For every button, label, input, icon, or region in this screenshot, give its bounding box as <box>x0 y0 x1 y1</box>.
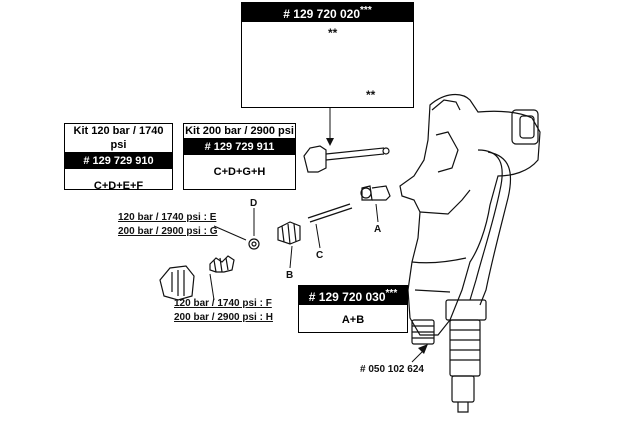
label-D: D <box>250 198 258 209</box>
kit-200-contents: C+D+G+H <box>213 166 266 178</box>
part-D <box>248 238 260 250</box>
hose <box>469 149 503 301</box>
fitting-part-number: # 050 102 624 <box>360 364 424 375</box>
clip-marker: ** <box>328 26 338 40</box>
label-B: B <box>286 270 294 281</box>
pressure-H-label: 200 bar / 2900 psi : H <box>174 312 273 323</box>
kit-box-020-header: # 129 720 020*** <box>242 3 413 22</box>
gun-body <box>399 94 541 336</box>
kit-200-title: Kit 200 bar / 2900 psi <box>184 124 295 139</box>
spring-EG <box>209 255 235 273</box>
kit-box-030-part-number: # 129 720 030 <box>308 290 386 304</box>
kit-200-part-number: # 129 729 911 <box>184 139 295 155</box>
part-C <box>307 203 353 223</box>
kit-120-part-number: # 129 729 910 <box>65 153 172 169</box>
pressure-E-label: 120 bar / 1740 psi : E <box>118 212 217 223</box>
kit-120-title: Kit 120 bar / 1740 psi <box>65 124 172 153</box>
cap-FH <box>159 265 195 301</box>
label-A: A <box>374 224 382 235</box>
kit-box-030-header: # 129 720 030*** <box>299 286 407 305</box>
kit-120-contents: C+D+E+F <box>93 180 144 192</box>
kit-box-030-contents: A+B <box>341 314 365 326</box>
kit-box-020: # 129 720 020*** <box>241 2 414 108</box>
pressure-G-label: 200 bar / 2900 psi : G <box>118 226 218 237</box>
kit-box-030-stars: *** <box>385 288 398 299</box>
kit-box-020-part-number: # 129 720 020 <box>283 7 361 21</box>
kit-120-box: Kit 120 bar / 1740 psi # 129 729 910 C+D… <box>64 123 173 192</box>
needle-assembly <box>303 145 327 173</box>
kit-box-030: # 129 720 030*** A+B <box>298 285 408 333</box>
part-B <box>277 221 301 245</box>
label-C: C <box>316 250 324 261</box>
kit-200-box: Kit 200 bar / 2900 psi # 129 729 911 C+D… <box>183 123 296 190</box>
pressure-F-label: 120 bar / 1740 psi : F <box>174 298 272 309</box>
seal-marker: ** <box>366 88 376 102</box>
lower-fitting <box>445 299 487 321</box>
kit-box-020-stars: *** <box>360 5 372 16</box>
